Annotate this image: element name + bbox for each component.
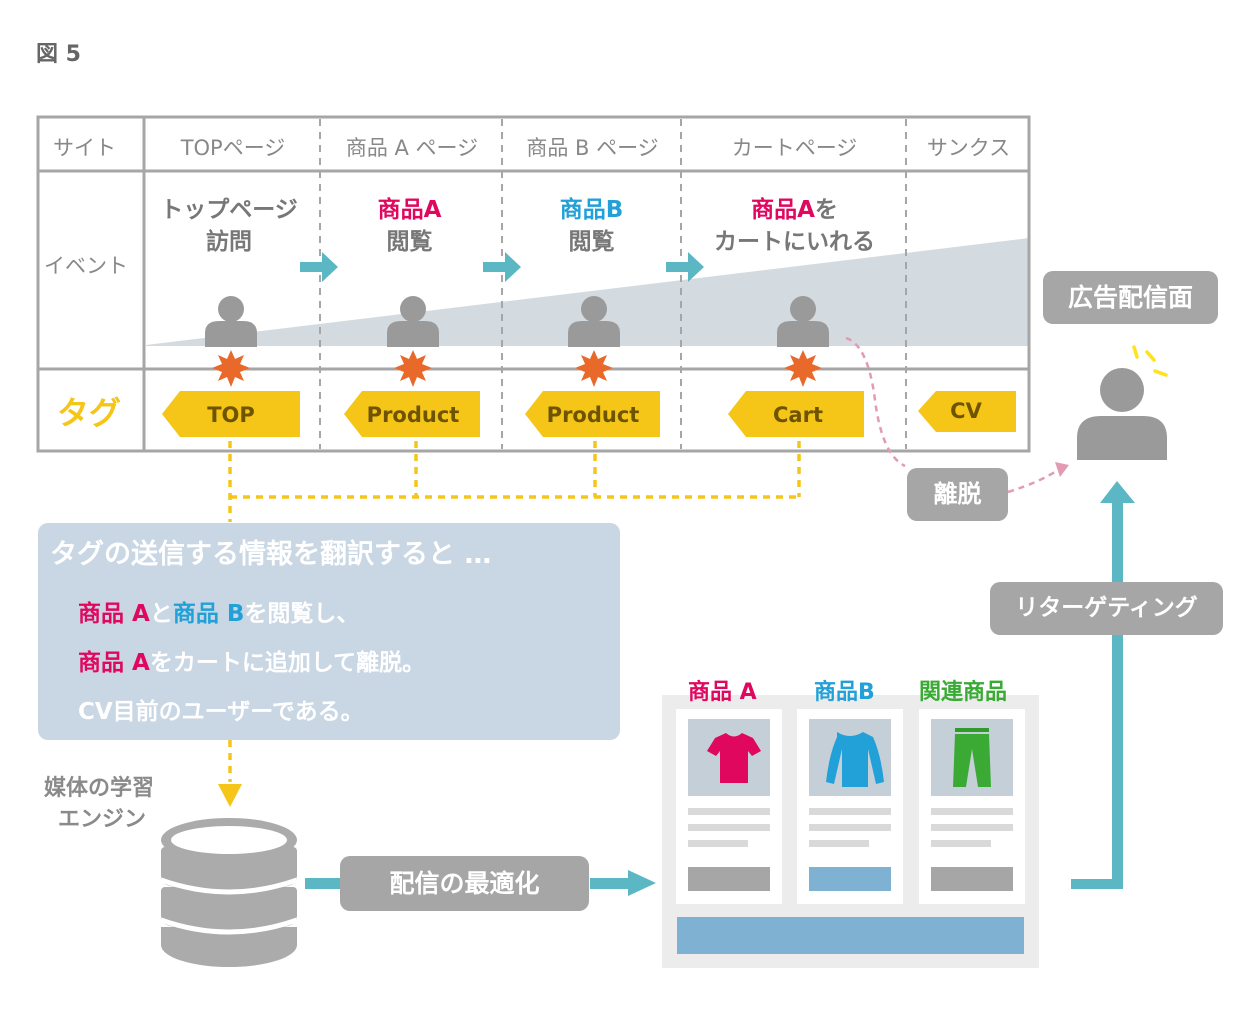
column-header-product-b: 商品 B ページ [526,136,659,160]
summary-line-1: 商品 Aと商品 Bを閲覧し、 [78,594,359,628]
figure-label: 図 5 [36,42,81,67]
event-product-a-line2: 閲覧 [386,229,433,255]
tag-product-a: Product [366,403,460,427]
event-product-b-line1: 商品B [559,197,624,223]
exit-label: 離脱 [907,468,1008,521]
burst-icons [212,350,822,387]
summary-line-3: CV目前のユーザーである。 [78,699,364,725]
tshirt-icon [707,733,761,783]
event-cart: 商品Aを カートにいれる [683,194,906,258]
event-product-a-line1: 商品A [377,197,442,223]
tag-cart: Cart [773,403,823,427]
engine-label-line2: エンジン [58,807,147,832]
ad-label-product-b: 商品B [814,680,875,705]
pants-icon [953,728,991,787]
event-product-b-line2: 閲覧 [568,229,615,255]
retargeting-arrow [1071,481,1135,889]
attention-lines [1132,345,1168,377]
product-text-lines [688,808,1013,847]
tag-top: TOP [207,403,255,427]
retargeting-label: リターゲティング [990,582,1223,635]
summary-title: タグの送信する情報を翻訳すると … [50,539,492,570]
tag-connectors [228,441,801,782]
summary-connector: と [149,601,173,627]
column-header-product-a: 商品 A ページ [345,136,479,160]
event-cart-line2: カートにいれる [714,229,875,255]
event-top-line2: 訪問 [206,229,252,255]
tag-product-b: Product [546,403,640,427]
event-product-a: 商品A 閲覧 [322,194,497,258]
exit-path [845,336,906,468]
sweater-icon [826,732,884,787]
target-user-icon [1077,368,1167,460]
engine-label-line1: 媒体の学習 [44,776,155,801]
related-button [931,867,1013,891]
product-a-button [688,867,770,891]
event-product-b: 商品B 閲覧 [504,194,679,258]
tag-shapes [162,391,1016,437]
person-icons [205,296,829,347]
exit-arrowhead [1055,462,1069,477]
summary-line1-rest: を閲覧し、 [244,601,360,627]
summary-line2-product-a: 商品 A [78,650,150,676]
engine-arrowhead [218,784,242,807]
summary-line2-rest: をカートに追加して離脱。 [149,650,426,676]
summary-box [38,523,620,740]
event-cart-product: 商品A [751,197,815,223]
column-header-top: TOPページ [180,136,286,160]
column-header-cart: カートページ [731,136,858,160]
column-dividers [319,119,907,449]
ad-label-product-a: 商品 A [688,680,757,705]
optimization-label: 配信の最適化 [340,856,589,911]
summary-line-2: 商品 Aをカートに追加して離脱。 [78,643,425,677]
exit-path-2 [1007,468,1059,494]
event-cart-suffix: を [814,197,838,223]
table-frame [36,115,1031,453]
event-top: トップページ 訪問 [146,194,312,258]
product-b-button [809,867,891,891]
summary-product-a: 商品 A [78,601,150,627]
tag-cv: CV [950,399,982,423]
flow-arrows [300,252,704,282]
row-label-tag: タグ [57,394,122,432]
engine-label: 媒体の学習 エンジン [44,773,154,835]
row-label-site: サイト [53,136,116,160]
ad-label-related: 関連商品 [919,680,1008,705]
column-header-thanks: サンクス [926,136,1011,160]
optimization-arrow [305,870,656,896]
event-top-line1: トップページ [160,197,298,223]
ad-banner [677,917,1024,954]
ad-screen-label: 広告配信面 [1043,271,1218,324]
row-label-event: イベント [44,254,128,278]
summary-product-b: 商品 B [172,601,245,627]
